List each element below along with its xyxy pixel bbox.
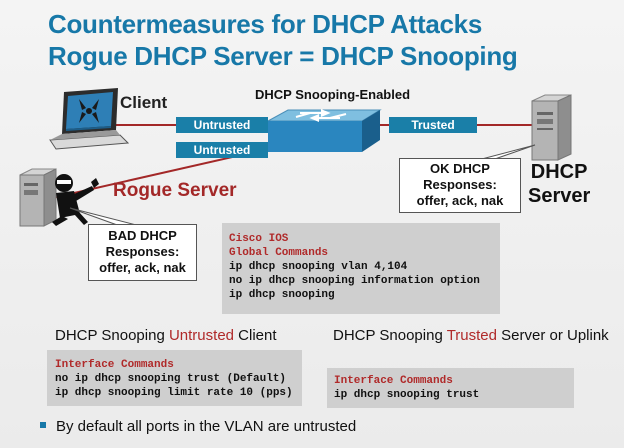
dhcp-server-label-line-1: DHCP	[530, 161, 588, 183]
code-line: ip dhcp snooping vlan 4,104	[229, 261, 408, 273]
bad-callout-line-3: offer, ack, nak	[99, 260, 186, 275]
hacker-icon	[52, 174, 99, 226]
bad-dhcp-callout: BAD DHCP Responses: offer, ack, nak	[88, 224, 197, 281]
page-title: Countermeasures for DHCP Attacks Rogue D…	[48, 8, 518, 72]
heading-prefix: DHCP Snooping	[333, 327, 447, 344]
code-line: ip dhcp snooping	[229, 289, 335, 301]
untrusted-rogue-port-badge: Untrusted	[176, 142, 268, 158]
dhcp-server-label: DHCP Server	[528, 160, 590, 208]
trusted-section-heading: DHCP Snooping Trusted Server or Uplink	[333, 326, 613, 345]
title-line-1: Countermeasures for DHCP Attacks	[48, 9, 482, 39]
heading-highlight: Untrusted	[168, 327, 235, 344]
code-header-ios: Cisco IOS	[229, 233, 289, 245]
ok-callout-line-2: Responses:	[423, 177, 497, 192]
bullet-square-icon	[40, 422, 46, 429]
code-header-interface: Interface Commands	[55, 359, 174, 371]
trusted-server-port-badge: Trusted	[389, 117, 477, 133]
rogue-server-label: Rogue Server	[113, 180, 237, 201]
laptop-icon	[49, 88, 130, 150]
heading-suffix: Server or Uplink	[496, 327, 609, 344]
trusted-commands-box: Interface Commands ip dhcp snooping trus…	[327, 368, 574, 408]
server-icon	[531, 94, 572, 161]
bullet-item: By default all ports in the VLAN are unt…	[40, 418, 356, 435]
heading-highlight: Trusted	[446, 327, 497, 344]
client-label: Client	[120, 93, 168, 112]
code-line: no ip dhcp snooping information option	[229, 275, 480, 287]
bad-callout-line-1: BAD DHCP	[108, 228, 177, 243]
switch-icon	[267, 109, 382, 152]
code-header-interface: Interface Commands	[334, 375, 453, 387]
ok-callout-line-3: offer, ack, nak	[416, 193, 504, 208]
ok-dhcp-callout: OK DHCP Responses: offer, ack, nak	[399, 158, 521, 213]
rogue-server-icon	[19, 168, 57, 227]
untrusted-client-port-badge: Untrusted	[176, 117, 268, 133]
title-line-2: Rogue DHCP Server = DHCP Snooping	[48, 41, 518, 71]
code-line: ip dhcp snooping limit rate 10 (pps)	[55, 387, 293, 399]
bad-callout-line-2: Responses:	[105, 244, 180, 259]
bullet-text: By default all ports in the VLAN are unt…	[56, 418, 357, 435]
heading-prefix: DHCP Snooping	[55, 327, 169, 344]
untrusted-section-heading: DHCP Snooping Untrusted Client	[55, 326, 277, 345]
switch-label: DHCP Snooping-Enabled	[255, 87, 411, 102]
dhcp-server-label-line-2: Server	[528, 185, 591, 207]
code-line: no ip dhcp snooping trust (Default)	[55, 373, 287, 385]
heading-suffix: Client	[234, 327, 277, 344]
global-commands-box: Cisco IOS Global Commands ip dhcp snoopi…	[222, 223, 500, 314]
untrusted-commands-box: Interface Commands no ip dhcp snooping t…	[47, 350, 302, 406]
ok-callout-line-1: OK DHCP	[430, 161, 490, 176]
code-line: ip dhcp snooping trust	[334, 389, 480, 401]
code-header-global: Global Commands	[229, 247, 329, 259]
